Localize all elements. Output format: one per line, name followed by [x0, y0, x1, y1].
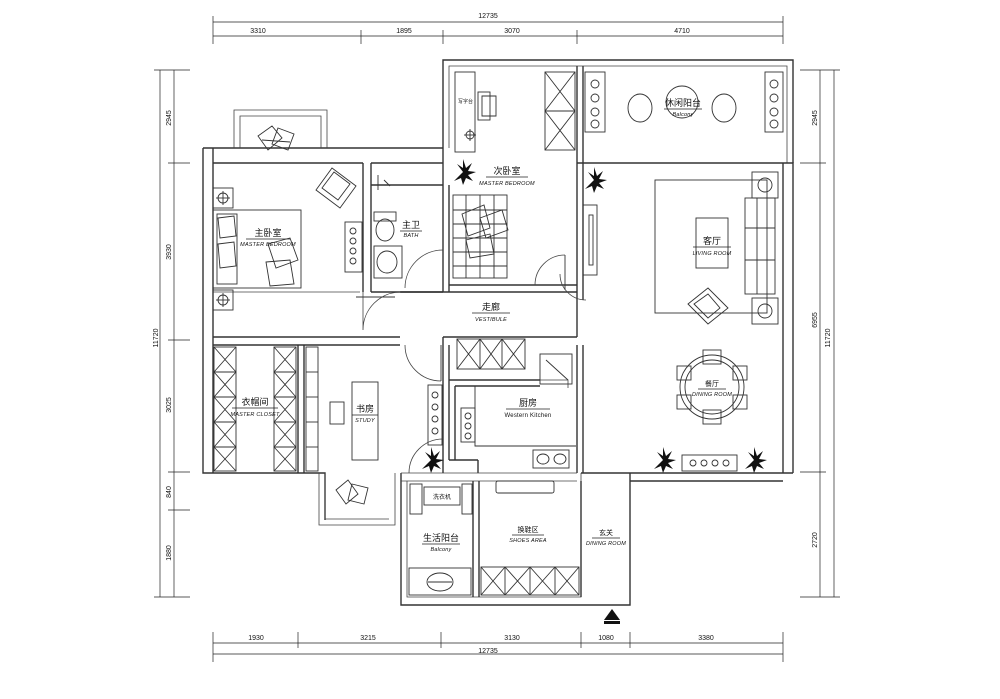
service-balcony-en: Balcony: [431, 547, 453, 553]
left-dim-1: 2945: [166, 110, 173, 126]
room-label-living-room: 客厅 LIVING ROOM: [693, 235, 732, 257]
wardrobe-second: [544, 71, 576, 151]
living-room-en: LIVING ROOM: [693, 251, 732, 257]
closet-cn: 衣帽间: [241, 396, 268, 407]
vestibule-en: VESTIBULE: [475, 317, 507, 323]
shoes-area-cn: 换鞋区: [518, 525, 539, 534]
master-armchair: [315, 167, 357, 209]
room-label-closet: 衣帽间 MASTER CLOSET: [230, 396, 279, 418]
study-desk: [329, 381, 443, 461]
kitchen-cn: 厨房: [519, 397, 537, 408]
closet-en: MASTER CLOSET: [230, 412, 279, 418]
room-label-shoes-area: 换鞋区 SHOES AREA: [509, 525, 547, 544]
vestibule-cn: 走廊: [482, 301, 500, 312]
bottom-dim-3: 3130: [504, 635, 520, 642]
dining-en: DINING ROOM: [692, 392, 732, 398]
study-cn: 书房: [356, 403, 374, 414]
living-area-rug: [654, 179, 768, 314]
top-dim-1: 3310: [250, 28, 266, 35]
living-armchair: [687, 287, 729, 325]
master-tv-cabinet: [344, 221, 363, 273]
top-dimension-lines: 12735 3310 1895 3070 4710: [212, 13, 784, 44]
left-dim-3: 3025: [166, 397, 173, 413]
bath-cn: 主卫: [402, 219, 420, 230]
bottom-dim-4: 1080: [598, 635, 614, 642]
top-dim-3: 3070: [504, 28, 520, 35]
desk-note-label: 写字台: [458, 98, 473, 105]
nightstand-icon: [212, 187, 234, 311]
bottom-dimension-lines: 1930 3215 3130 1080 3380 12735: [212, 632, 784, 662]
second-bed: [452, 194, 509, 279]
left-dim-5: 1880: [166, 545, 173, 561]
master-bed: [212, 209, 302, 289]
master-bedroom-cn: 主卧室: [254, 227, 281, 238]
room-label-study: 书房 STUDY: [352, 403, 378, 424]
right-total-dim: 11720: [825, 328, 832, 347]
plant-icon: [422, 159, 767, 473]
leisure-balcony-en: Balcony: [673, 112, 695, 118]
washer-label: 洗衣机: [433, 493, 451, 501]
service-balcony-cabinets: [408, 483, 473, 596]
room-label-entrance: 玄关 DINING ROOM: [586, 528, 626, 547]
shoes-area-en: SHOES AREA: [509, 538, 547, 544]
washer-icon: [423, 486, 461, 506]
room-label-leisure-balcony: 休闲阳台 Balcony: [664, 97, 702, 118]
sofa: [744, 171, 779, 325]
top-dim-2: 1895: [396, 28, 412, 35]
kitchen-cabinets: [456, 338, 576, 494]
room-label-service-balcony: 生活阳台 Balcony: [422, 532, 460, 553]
kitchen-en: Western Kitchen: [505, 413, 552, 419]
right-dim-1: 2945: [812, 110, 819, 126]
second-bedroom-en: MASTER BEDROOM: [479, 181, 535, 187]
study-en: STUDY: [355, 418, 375, 424]
dining-cabinet: [681, 454, 738, 472]
left-dimension-lines: 2945 3930 3025 840 1880 11720: [153, 69, 190, 598]
bathroom-fixtures: [373, 175, 403, 279]
leisure-balcony-furniture: [584, 71, 784, 133]
entrance-arrow-icon: [604, 609, 620, 624]
right-dim-2: 6955: [812, 312, 819, 328]
doors: [356, 249, 587, 474]
room-label-vestibule: 走廊 VESTIBULE: [472, 301, 510, 323]
entrance-en: DINING ROOM: [586, 541, 626, 547]
service-balcony-cn: 生活阳台: [423, 532, 459, 543]
bottom-dim-1: 1930: [248, 635, 264, 642]
bath-en: BATH: [403, 233, 418, 239]
right-dimension-lines: 2945 6955 2720 11720: [800, 69, 840, 598]
bottom-dim-2: 3215: [360, 635, 376, 642]
top-total-dim: 12735: [478, 13, 498, 20]
interior-walls: [213, 66, 584, 597]
left-dim-4: 840: [166, 486, 173, 498]
room-label-bath: 主卫 BATH: [400, 219, 422, 239]
tv-wall-unit: [582, 204, 598, 276]
bottom-dim-5: 3380: [698, 635, 714, 642]
room-label-kitchen: 厨房 Western Kitchen: [505, 397, 552, 419]
master-bedroom-en: MASTER BEDROOM: [240, 242, 296, 248]
balcony-chairs-topleft: [257, 125, 295, 151]
shoe-cabinet: [480, 566, 580, 596]
top-dim-4: 4710: [674, 28, 690, 35]
left-dim-2: 3930: [166, 244, 173, 260]
living-room-cn: 客厅: [703, 235, 721, 246]
leisure-balcony-cn: 休闲阳台: [665, 97, 701, 108]
room-label-dining: 餐厅 DINING ROOM: [692, 379, 732, 398]
bottom-total-dim: 12735: [478, 648, 498, 655]
entrance-cn: 玄关: [599, 528, 613, 537]
study-balcony-chairs: [335, 479, 369, 505]
dining-cn: 餐厅: [705, 379, 719, 388]
room-label-second-bedroom: 次卧室 MASTER BEDROOM: [479, 165, 535, 187]
desk-second: [454, 71, 497, 153]
left-total-dim: 11720: [153, 328, 160, 347]
room-label-master-bedroom: 主卧室 MASTER BEDROOM: [240, 227, 296, 248]
second-bedroom-cn: 次卧室: [493, 165, 520, 176]
right-dim-3: 2720: [812, 532, 819, 548]
dining-table: [676, 349, 748, 425]
closet-wardrobes: [213, 346, 319, 472]
